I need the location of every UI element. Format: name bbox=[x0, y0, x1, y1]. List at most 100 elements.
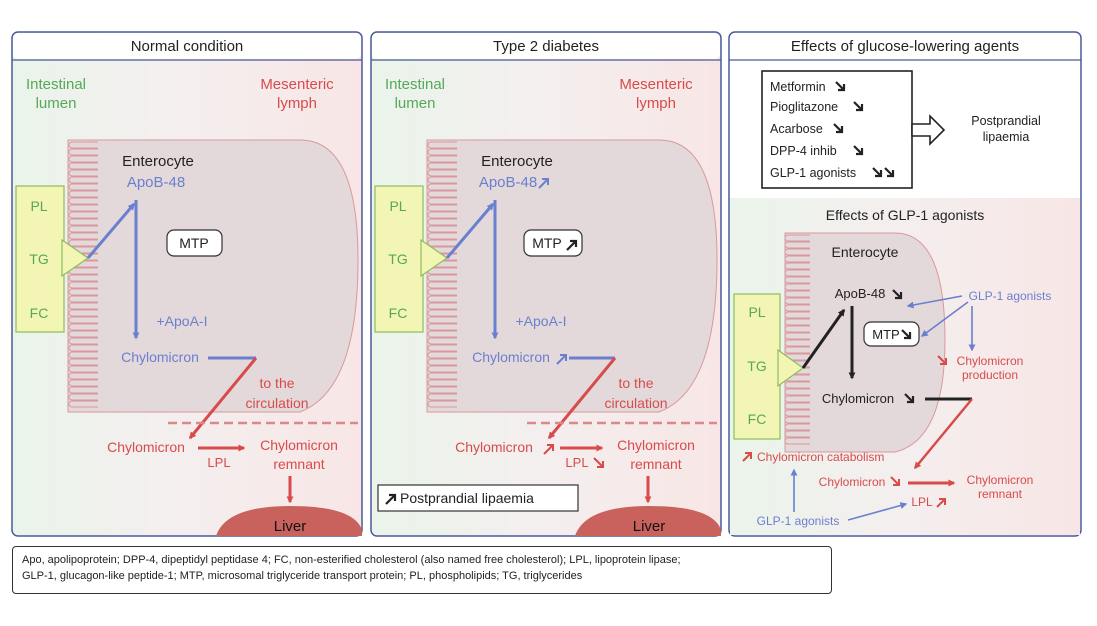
increase-arrow-icon bbox=[936, 498, 946, 508]
lipid-box bbox=[733, 293, 781, 440]
microvillus bbox=[68, 323, 98, 331]
microvillus bbox=[784, 255, 810, 263]
microvillus bbox=[68, 162, 98, 170]
microvillus bbox=[427, 197, 457, 205]
microvillus bbox=[427, 176, 457, 184]
microvillus bbox=[784, 332, 810, 340]
microvillus bbox=[427, 316, 457, 324]
tg-to-apob-arrow bbox=[445, 202, 495, 259]
chylomicron-out-label: Chylomicron bbox=[107, 439, 185, 455]
decrease-arrow-icon bbox=[892, 289, 903, 300]
microvillus bbox=[427, 190, 457, 198]
microvillus bbox=[68, 225, 98, 233]
microvillus bbox=[427, 162, 457, 170]
microvillus bbox=[427, 225, 457, 233]
microvillus bbox=[68, 288, 98, 296]
apoa1-label: +ApoA-I bbox=[516, 313, 567, 329]
microvillus bbox=[427, 148, 457, 156]
microvillus bbox=[784, 395, 810, 403]
microvillus bbox=[427, 372, 457, 380]
microvillus bbox=[68, 141, 98, 149]
lipid-fc: FC bbox=[30, 305, 49, 321]
to-circulation-arrow bbox=[188, 357, 258, 440]
microvillus bbox=[427, 211, 457, 219]
microvillus bbox=[68, 176, 98, 184]
microvillus bbox=[427, 295, 457, 303]
microvillus bbox=[68, 351, 98, 359]
microvillus bbox=[784, 423, 810, 431]
microvillus bbox=[784, 248, 810, 256]
microvillus bbox=[68, 400, 98, 408]
liver-shape bbox=[575, 506, 721, 536]
microvillus bbox=[784, 402, 810, 410]
microvillus bbox=[784, 318, 810, 326]
microvillus bbox=[784, 290, 810, 298]
microvillus bbox=[427, 309, 457, 317]
mtp-label: MTP bbox=[872, 327, 899, 342]
microvillus bbox=[784, 437, 810, 445]
microvillus bbox=[427, 393, 457, 401]
increase-arrow-icon bbox=[742, 452, 752, 462]
microvillus bbox=[784, 276, 810, 284]
tg-to-apob-arrow bbox=[86, 202, 136, 259]
glp1-agonists-label-top: GLP-1 agonists bbox=[969, 289, 1052, 303]
microvillus bbox=[427, 358, 457, 366]
microvillus bbox=[427, 218, 457, 226]
lpl-label: LPL bbox=[207, 455, 230, 470]
microvillus bbox=[427, 288, 457, 296]
enterocyte-cell bbox=[67, 139, 359, 413]
to-circulation-arrow bbox=[547, 357, 617, 440]
microvillus bbox=[784, 409, 810, 417]
microvillus bbox=[427, 386, 457, 394]
mtp-label: MTP bbox=[179, 235, 209, 251]
microvillus bbox=[427, 351, 457, 359]
lipid-fc: FC bbox=[748, 411, 767, 427]
increase-arrow-icon bbox=[566, 239, 578, 251]
liver-shape bbox=[216, 506, 362, 536]
glp1-to-apob-arrow bbox=[906, 295, 963, 309]
decrease-arrow-icon bbox=[901, 329, 912, 340]
lpl-label: LPL bbox=[565, 455, 588, 470]
drug-glp1: GLP-1 agonists bbox=[770, 166, 856, 180]
microvillus bbox=[427, 239, 457, 247]
microvillus bbox=[68, 204, 98, 212]
microvillus bbox=[68, 211, 98, 219]
microvillus bbox=[784, 325, 810, 333]
increase-arrow-icon bbox=[543, 444, 554, 455]
microvillus bbox=[68, 295, 98, 303]
glp1-to-mtp-arrow bbox=[920, 301, 969, 337]
microvillus bbox=[427, 281, 457, 289]
microvillus bbox=[68, 302, 98, 310]
microvillus bbox=[427, 302, 457, 310]
apob48-label: ApoB-48 bbox=[479, 174, 537, 191]
microvillus bbox=[68, 330, 98, 338]
microvillus bbox=[784, 416, 810, 424]
microvillus bbox=[68, 190, 98, 198]
glp1-subpanel-title: Effects of GLP-1 agonists bbox=[826, 207, 985, 223]
microvillus bbox=[68, 365, 98, 373]
microvillus bbox=[68, 155, 98, 163]
enterocyte-label: Enterocyte bbox=[122, 153, 194, 170]
decrease-arrow-icon bbox=[937, 355, 947, 365]
microvillus bbox=[784, 346, 810, 354]
panel-normal-title: Normal condition bbox=[131, 38, 244, 55]
chylomicron-cell-label: Chylomicron bbox=[121, 349, 199, 365]
decrease-arrow-icon bbox=[593, 457, 604, 468]
decrease-arrow-icon bbox=[904, 393, 915, 404]
drug-pioglitazone: Pioglitazone bbox=[770, 100, 838, 114]
lipid-pointer bbox=[61, 238, 90, 278]
lipid-pl: PL bbox=[30, 198, 47, 214]
chylomicron-catabolism-label: Chylomicron catabolism bbox=[757, 450, 884, 464]
mtp-box bbox=[166, 229, 223, 257]
postprandial-lipaemia-box bbox=[377, 484, 579, 512]
microvillus bbox=[784, 241, 810, 249]
